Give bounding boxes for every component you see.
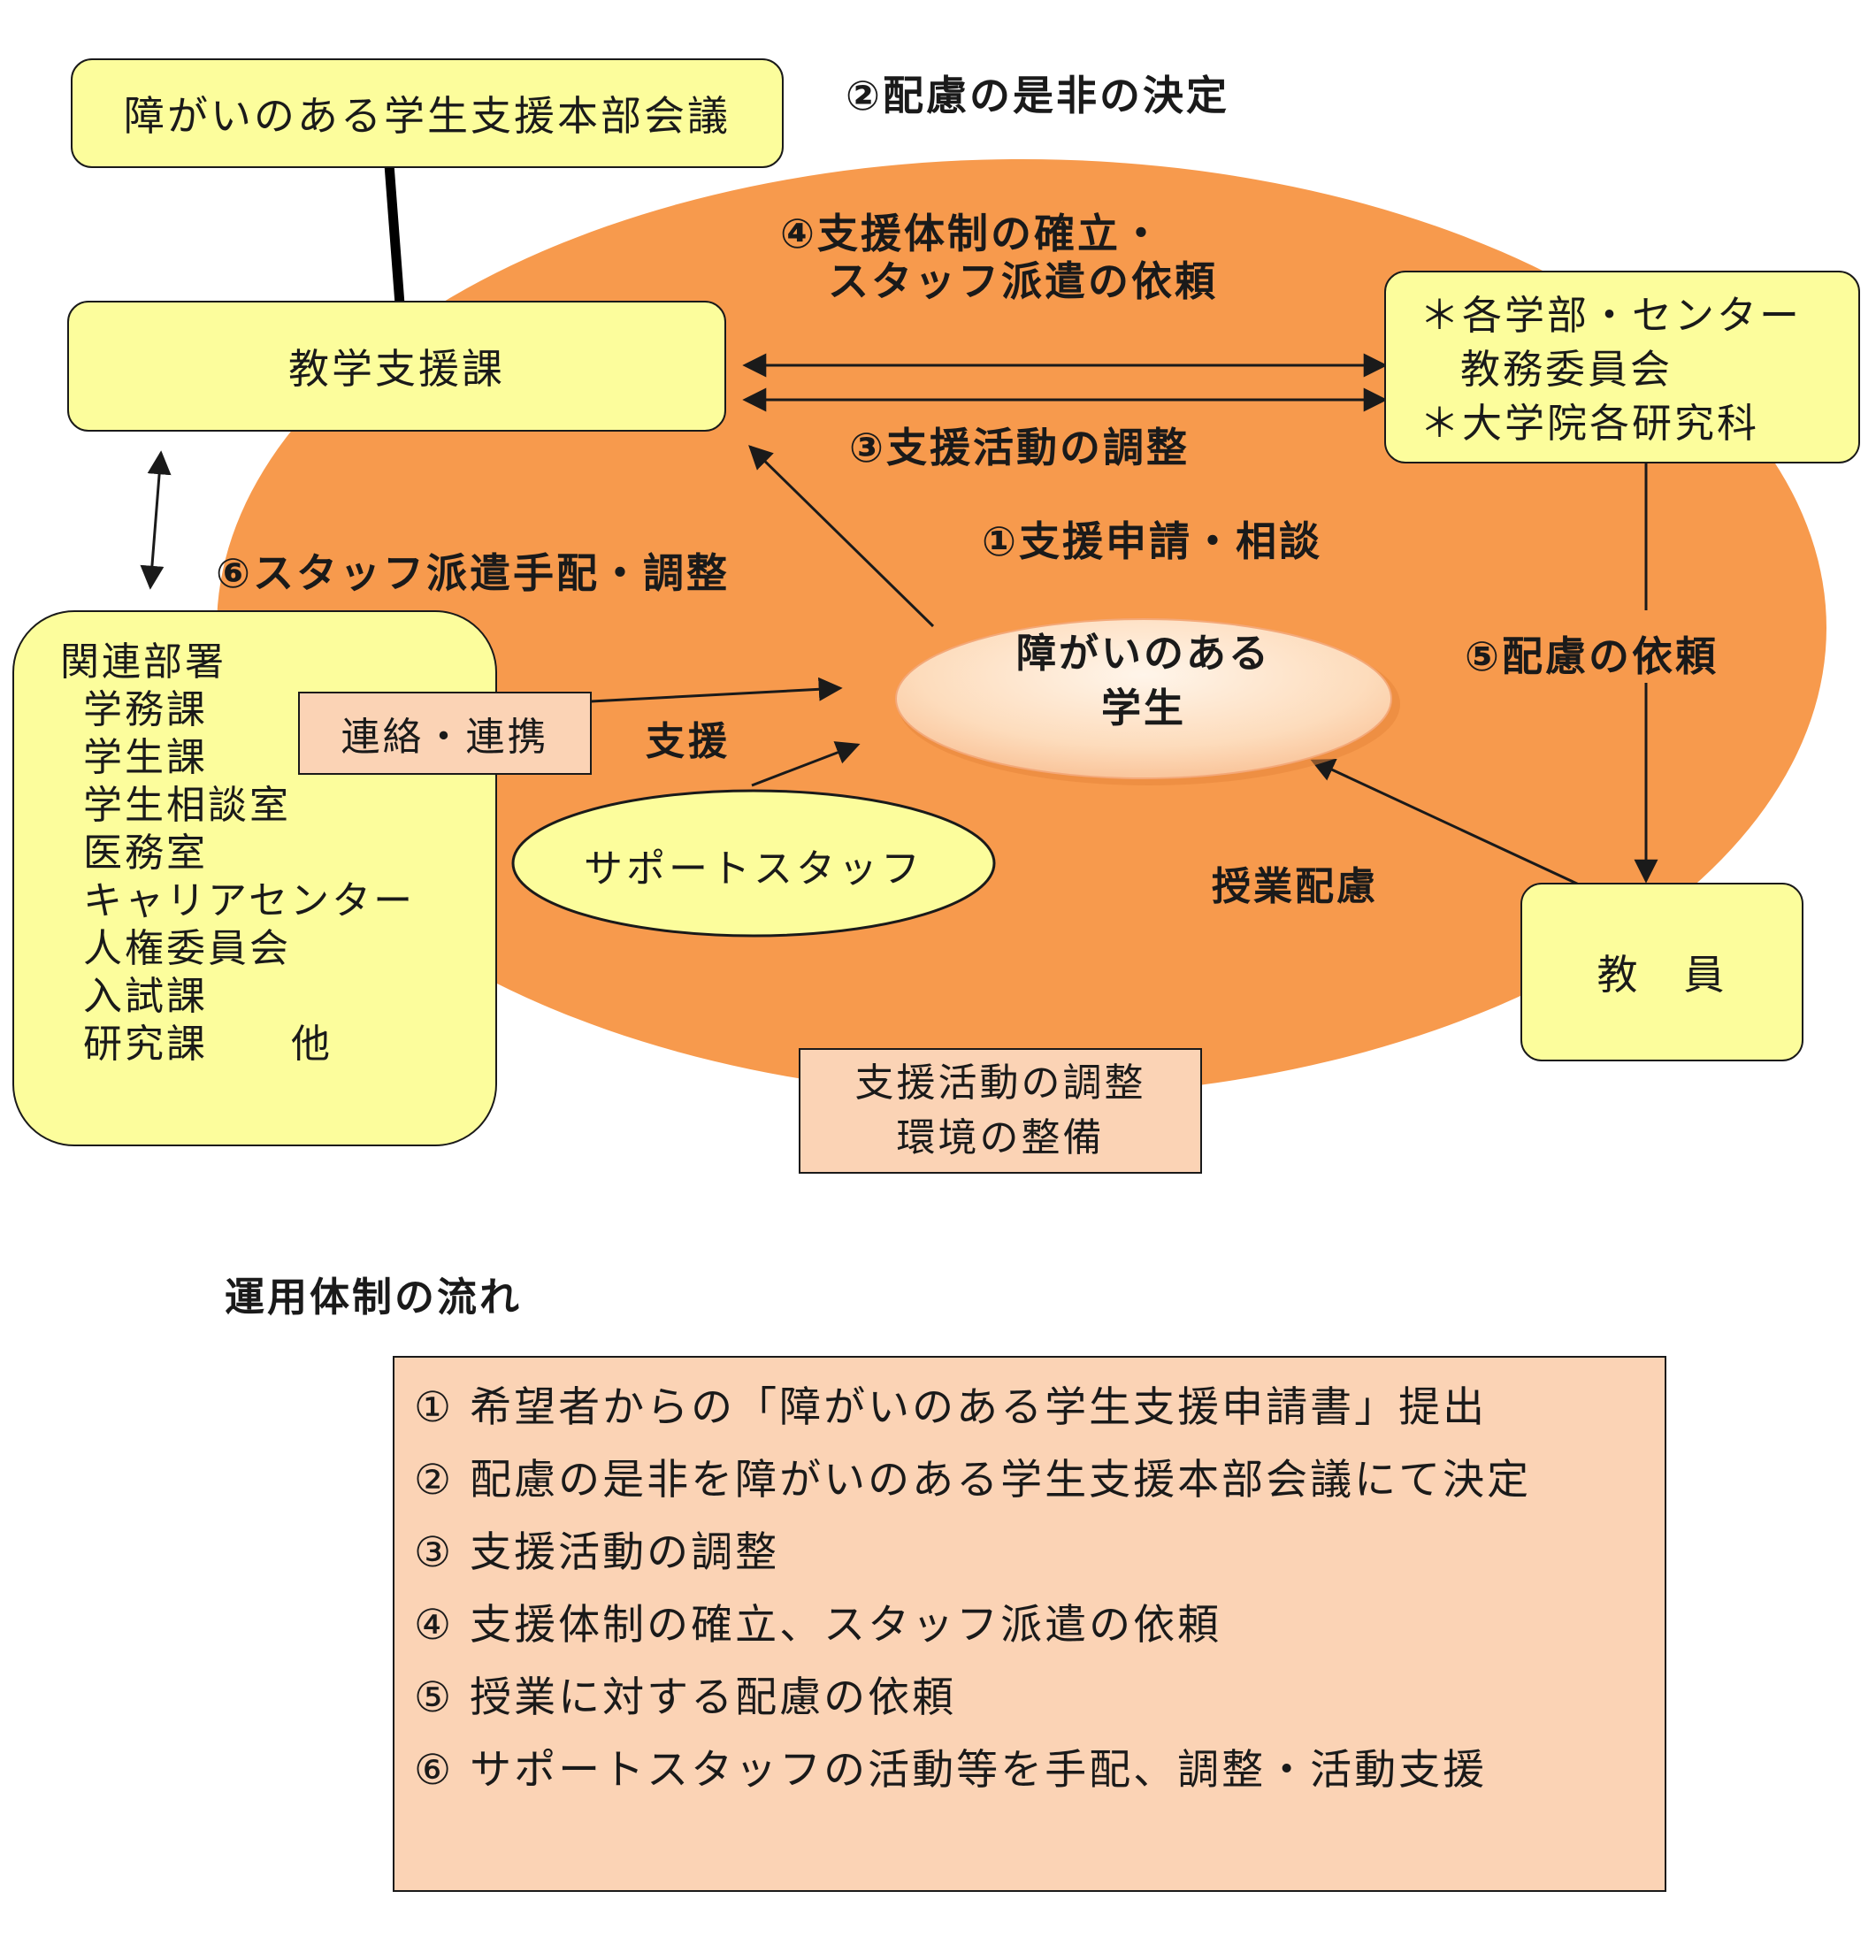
faculty-committee-line1: ＊各学部・センター	[1420, 292, 1803, 339]
student-line1: 障がいのある	[1015, 630, 1271, 677]
env-line1: 支援活動の調整	[854, 1060, 1146, 1106]
flow-item: ⑥ サポートスタッフの活動等を手配、調整・活動支援	[414, 1746, 1488, 1795]
env-line2: 環境の整備	[896, 1115, 1105, 1160]
flow-item: ② 配慮の是非を障がいのある学生支援本部会議にて決定	[414, 1456, 1532, 1504]
faculty-label: 教 員	[1597, 951, 1727, 999]
step3-label: ③支援活動の調整	[849, 424, 1190, 471]
related-item: 人権委員会	[83, 926, 291, 971]
arrow-liaison-to-student	[590, 677, 843, 703]
support-staff-label: サポートスタッフ	[584, 846, 923, 892]
student-line2: 学生	[1100, 685, 1186, 731]
related-item: 研究課 他	[83, 1022, 333, 1067]
related-item: 学生相談室	[83, 783, 291, 828]
faculty-committee-box: ＊各学部・センター 教務委員会 ＊大学院各研究科	[1384, 271, 1860, 463]
related-title: 関連部署	[60, 639, 226, 685]
faculty-committee-line2: 教務委員会	[1460, 346, 1673, 393]
step5-label: ⑤配慮の依頼	[1461, 624, 1722, 683]
headquarters-box: 障がいのある学生支援本部会議	[71, 58, 784, 168]
flow-item: ⑤ 授業に対する配慮の依頼	[414, 1673, 957, 1722]
hq-connector-line	[384, 164, 405, 305]
academic-support-label: 教学支援課	[288, 345, 505, 393]
related-item: 医務室	[83, 831, 208, 876]
step1-label: ①支援申請・相談	[982, 517, 1322, 565]
flow-item: ③ 支援活動の調整	[414, 1528, 780, 1577]
related-item: キャリアセンター	[83, 878, 416, 923]
academic-support-box: 教学支援課	[67, 301, 726, 432]
related-departments-box: 関連部署 学務課 学生課 学生相談室 医務室 キャリアセンター 人権委員会 入試…	[12, 610, 497, 1146]
support-label: 支援	[646, 719, 731, 764]
related-item: 入試課	[83, 974, 208, 1019]
arrow-academic-related	[140, 450, 172, 590]
flow-item: ④ 支援体制の確立、スタッフ派遣の依頼	[414, 1601, 1222, 1650]
headquarters-label: 障がいのある学生支援本部会議	[124, 92, 731, 140]
arrow-staff-to-student	[751, 741, 861, 787]
related-item: 学務課	[83, 687, 208, 732]
student-label: 障がいのある 学生	[940, 626, 1347, 736]
arrow-faculty-to-student	[1310, 759, 1580, 886]
step4-line1: ④支援体制の確立・	[780, 210, 1164, 257]
arrow-student-to-academic	[748, 445, 935, 628]
flow-title: 運用体制の流れ	[225, 1274, 523, 1321]
liaison-box: 連絡・連携	[298, 692, 592, 775]
student-ellipse	[895, 618, 1392, 779]
flow-list-box: ① 希望者からの「障がいのある学生支援申請書」提出 ② 配慮の是非を障がいのある…	[393, 1356, 1666, 1892]
environment-box: 支援活動の調整 環境の整備	[799, 1048, 1202, 1174]
support-staff-ellipse	[511, 789, 996, 938]
step6-label: ⑥スタッフ派遣手配・調整	[216, 549, 730, 597]
step4-line2: スタッフ派遣の依頼	[828, 257, 1218, 305]
faculty-committee-line3: ＊大学院各研究科	[1420, 400, 1760, 447]
faculty-box: 教 員	[1520, 883, 1803, 1061]
step2-label: ②配慮の是非の決定	[846, 72, 1229, 119]
related-item: 学生課	[83, 735, 208, 780]
liaison-label: 連絡・連携	[341, 715, 549, 760]
class-consideration-label: 授業配慮	[1212, 864, 1378, 909]
flow-item: ① 希望者からの「障がいのある学生支援申請書」提出	[414, 1383, 1488, 1432]
